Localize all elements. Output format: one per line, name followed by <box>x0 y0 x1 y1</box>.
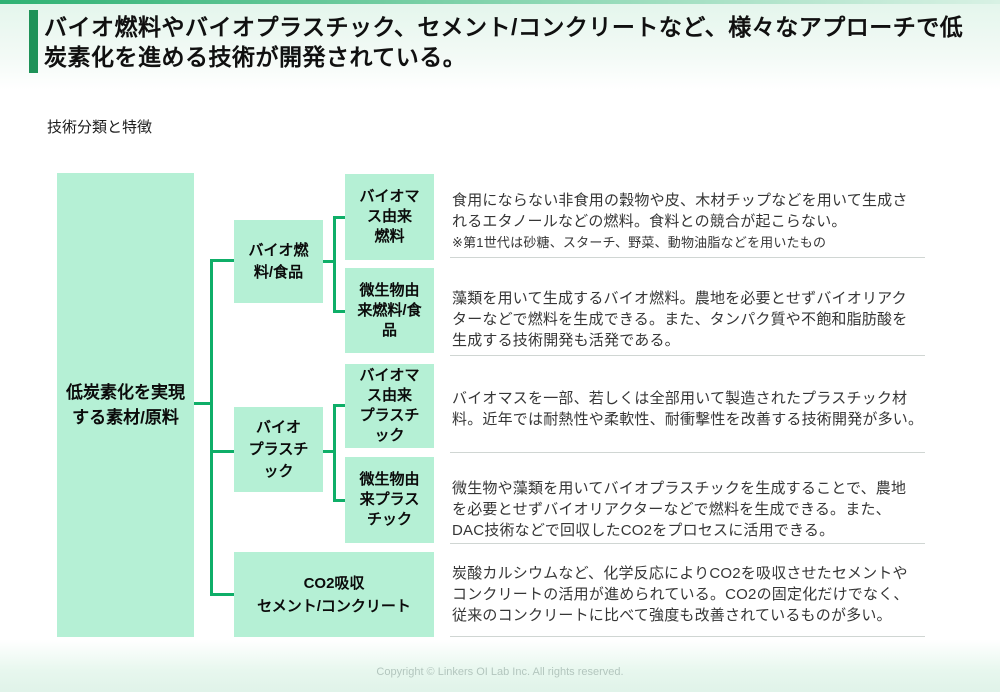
node-microbe-derived-fuel-food: 微生物由 来燃料/食 品 <box>345 268 434 353</box>
connector-biofuel-trunk <box>333 216 336 313</box>
node-label-line: バイオ燃 <box>248 241 309 259</box>
node-label-line: セメント/コンクリート <box>257 597 411 615</box>
connector-root-stub <box>194 402 211 405</box>
node-biofuel-food: バイオ燃 料/食品 <box>234 220 323 303</box>
connector-bioplastic-stub <box>210 450 234 453</box>
header-background <box>0 4 1000 90</box>
connector-bioplastic-out-stub <box>323 450 334 453</box>
node-root-line: 低炭素化を実現 <box>66 383 185 402</box>
connector-biofuel-out-stub <box>323 260 334 263</box>
node-label-line: 来プラス <box>359 491 420 508</box>
node-label-line: 料/食品 <box>253 263 304 281</box>
node-label-line: 微生物由 <box>359 471 420 488</box>
node-label-line: CO2吸収 <box>303 574 365 592</box>
node-label-line: バイオマ <box>359 188 420 205</box>
node-co2-cement-concrete: CO2吸収 セメント/コンクリート <box>234 552 434 637</box>
node-label-line: ス由来 <box>366 208 412 225</box>
footer-band <box>0 640 1000 692</box>
description-line: 従来のコンクリートに比べて強度も改善されているものが多い。 <box>452 607 892 624</box>
description-line: れるエタノールなどの燃料。食料との競合が起こらない。 <box>452 213 847 230</box>
separator <box>450 257 925 258</box>
separator <box>450 452 925 453</box>
node-microbe-derived-plastic: 微生物由 来プラス チック <box>345 457 434 543</box>
node-label-line: 来燃料/食 <box>357 301 422 319</box>
title-accent-bar <box>29 10 38 73</box>
description-microbe-fuel-food: 藻類を用いて生成するバイオ燃料。農地を必要とせずバイオリアク ターなどで燃料を生… <box>452 288 930 351</box>
node-label-line: チック <box>366 511 412 528</box>
node-label-line: バイオマ <box>359 367 420 384</box>
description-biomass-plastic: バイオマスを一部、若しくは全部用いて製造されたプラスチック材 料。近年では耐熱性… <box>452 388 930 430</box>
description-co2-cement: 炭酸カルシウムなど、化学反応によりCO2を吸収させたセメントや コンクリートの活… <box>452 563 930 626</box>
node-label-line: 品 <box>381 321 397 339</box>
top-gradient-border <box>0 0 1000 4</box>
connector-microbe-plastic-stub <box>333 499 345 502</box>
description-line: 炭酸カルシウムなど、化学反応によりCO2を吸収させたセメントや <box>452 565 908 582</box>
node-root-low-carbon-materials: 低炭素化を実現 する素材/原料 <box>57 173 194 637</box>
connector-microbe-fuel-stub <box>333 310 345 313</box>
node-label-line: プラスチ <box>359 407 420 424</box>
connector-biomass-fuel-stub <box>333 216 345 219</box>
description-footnote: ※第1世代は砂糖、スターチ、野菜、動物油脂などを用いたもの <box>452 235 827 250</box>
node-bioplastic: バイオ プラスチ ック <box>234 407 323 492</box>
node-label-line: ス由来 <box>366 387 412 404</box>
description-line: バイオマスを一部、若しくは全部用いて製造されたプラスチック材 <box>452 390 908 407</box>
connector-bioplastic-trunk <box>333 404 336 502</box>
separator <box>450 543 925 544</box>
footer-copyright: Copyright © Linkers OI Lab Inc. All righ… <box>376 666 624 678</box>
slide-title-line-1: バイオ燃料やバイオプラスチック、セメント/コンクリートなど、様々なアプローチで低 <box>44 14 964 40</box>
description-line: 微生物や藻類を用いてバイオプラスチックを生成することで、農地 <box>452 480 907 497</box>
description-line: 藻類を用いて生成するバイオ燃料。農地を必要とせずバイオリアク <box>452 290 907 307</box>
node-root-line: する素材/原料 <box>72 408 179 427</box>
node-label-line: ック <box>263 462 294 480</box>
node-label-line: ック <box>374 427 405 444</box>
slide-title-line-2: 炭素化を進める技術が開発されている。 <box>44 44 467 70</box>
description-line: ターなどで燃料を生成できる。また、タンパク質や不飽和脂肪酸を <box>452 311 908 328</box>
section-label: 技術分類と特徴 <box>47 119 153 136</box>
node-biomass-derived-plastic: バイオマ ス由来 プラスチ ック <box>345 364 434 448</box>
connector-cement-stub <box>210 593 234 596</box>
node-label-line: 微生物由 <box>359 281 420 299</box>
slide-title: バイオ燃料やバイオプラスチック、セメント/コンクリートなど、様々なアプローチで低… <box>44 12 984 72</box>
connector-biofuel-stub <box>210 259 234 262</box>
description-microbe-plastic: 微生物や藻類を用いてバイオプラスチックを生成することで、農地 を必要とせずバイオ… <box>452 478 930 541</box>
description-line: DAC技術などで回収したCO2をプロセスに活用できる。 <box>452 522 835 539</box>
description-line: 料。近年では耐熱性や柔軟性、耐衝撃性を改善する技術開発が多い。 <box>452 411 924 428</box>
description-line: 食用にならない非食用の穀物や皮、木材チップなどを用いて生成さ <box>452 192 908 209</box>
description-line: 生成する技術開発も活発である。 <box>452 332 680 349</box>
description-line: を必要とせずバイオリアクターなどで燃料を生成できる。また、 <box>452 501 891 518</box>
node-label-line: プラスチ <box>248 440 309 458</box>
node-biomass-derived-fuel: バイオマ ス由来 燃料 <box>345 174 434 260</box>
separator <box>450 355 925 356</box>
node-label-line: 燃料 <box>374 228 405 245</box>
description-line: コンクリートの活用が進められている。CO2の固定化だけでなく、 <box>452 586 909 603</box>
connector-biomass-plastic-stub <box>333 404 345 407</box>
separator <box>450 636 925 637</box>
connector-level1-trunk <box>210 259 213 596</box>
description-biomass-fuel: 食用にならない非食用の穀物や皮、木材チップなどを用いて生成さ れるエタノールなど… <box>452 190 930 252</box>
node-label-line: バイオ <box>255 418 301 436</box>
